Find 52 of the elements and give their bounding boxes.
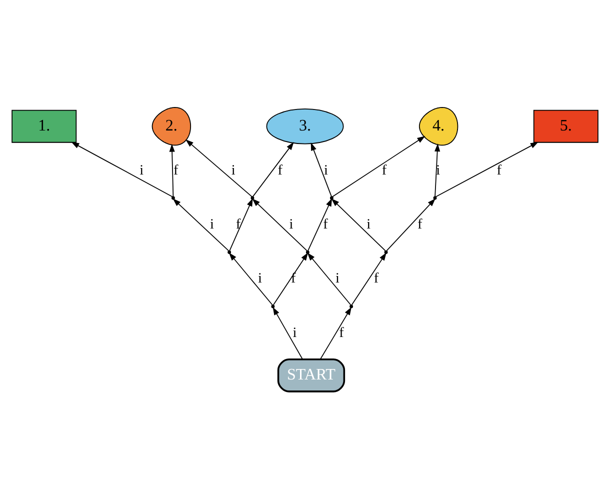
node-point [306, 250, 310, 254]
arrow [351, 252, 386, 305]
arrow [307, 252, 352, 305]
node-point [330, 196, 334, 200]
edge-label: i [292, 324, 297, 340]
edge-label: i [336, 270, 340, 286]
edge-label: f [339, 324, 344, 340]
node-point [350, 304, 354, 308]
node-box: 5. [533, 109, 598, 142]
edge-label: f [236, 216, 241, 232]
arrow [272, 252, 308, 305]
node-point [384, 250, 388, 254]
arrow [386, 198, 436, 251]
node-box: START [277, 358, 346, 392]
edge-label: i [324, 162, 328, 178]
arrow [169, 143, 175, 197]
arrow [229, 198, 253, 251]
edge-label: i [210, 216, 214, 232]
edge-label: f [174, 162, 178, 178]
edge-label: i [258, 270, 262, 286]
node-point [228, 250, 232, 254]
edge-label: f [496, 162, 502, 178]
edge-label: f [382, 162, 387, 178]
arrow [310, 142, 332, 197]
arrow [320, 306, 352, 360]
arrow [185, 138, 252, 197]
edge-label: i [140, 162, 144, 178]
edge-label: i [289, 216, 294, 232]
arrow [71, 141, 174, 197]
edge-label: i [366, 216, 371, 232]
edge-label: f [278, 162, 282, 178]
edge-label: i [231, 162, 236, 178]
arrow [331, 198, 386, 251]
node-box: 1. [12, 109, 77, 142]
arrow [252, 142, 294, 197]
edge-label: f [323, 216, 328, 232]
edge-label: i [436, 162, 440, 178]
node-ellipse: 3. [266, 108, 344, 144]
arrow [172, 198, 230, 251]
arrow [435, 141, 538, 197]
node-point [172, 196, 175, 200]
edge-label: f [374, 270, 379, 286]
node-point [271, 304, 275, 308]
arrow [308, 198, 332, 251]
edge-label: f [417, 216, 422, 232]
arrow [332, 135, 426, 197]
arrow [252, 198, 308, 251]
arrow [434, 142, 440, 197]
arrow [228, 252, 273, 305]
arrow [272, 306, 303, 360]
node-point [433, 196, 437, 200]
node-point [250, 196, 254, 200]
